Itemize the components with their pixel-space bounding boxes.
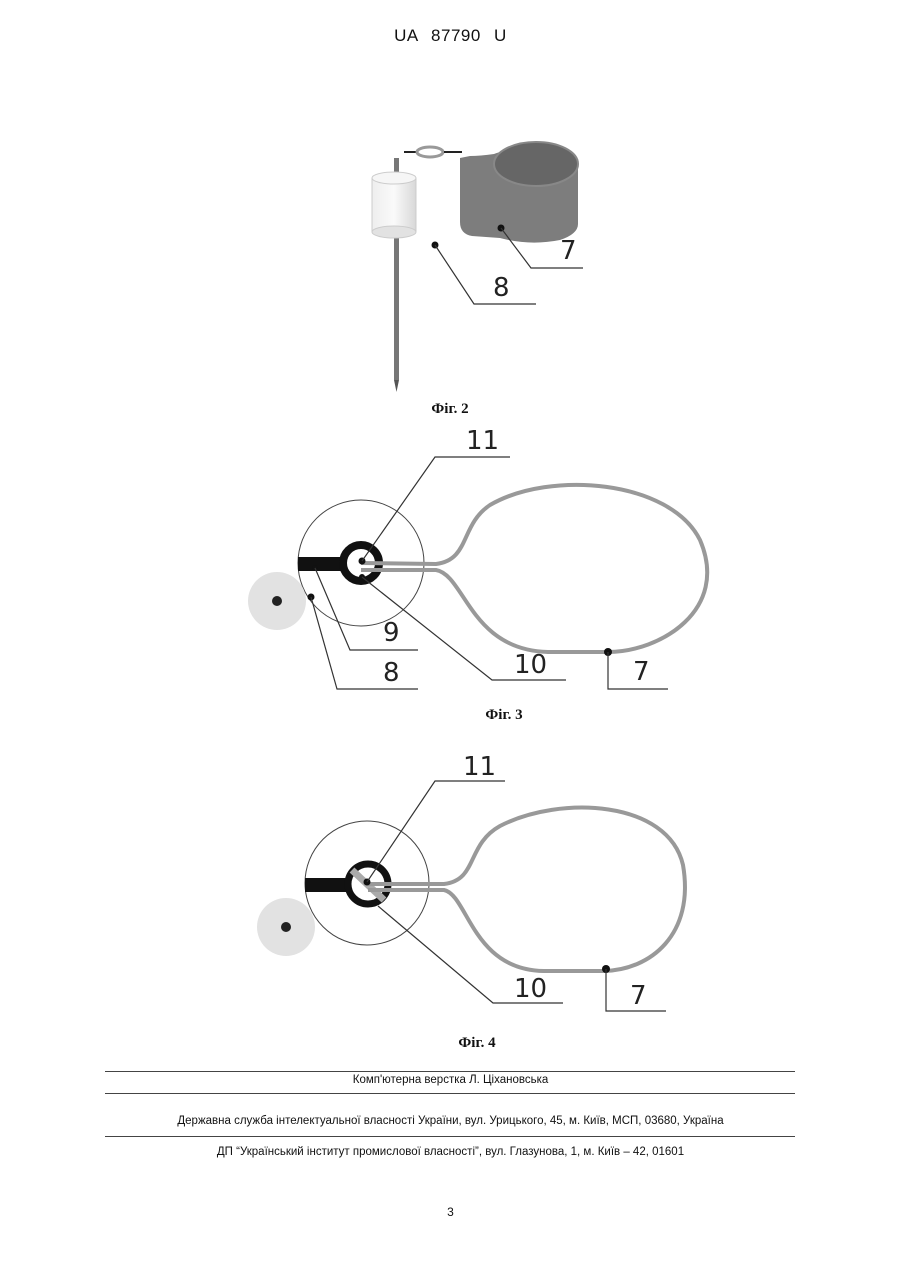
label-11: 11: [463, 752, 496, 782]
sleeve-cylinder: [372, 172, 416, 238]
label-11: 11: [466, 426, 499, 456]
label-7: 7: [633, 657, 650, 687]
cup-element: [460, 142, 578, 243]
divider: [105, 1071, 795, 1072]
wire-loop-7: [368, 808, 685, 971]
ip-service-address: Державна служба інтелектуальної власност…: [0, 1115, 901, 1127]
layout-credit: Комп'ютерна верстка Л. Ціхановська: [0, 1074, 901, 1086]
figure-2-caption: Фіг. 2: [431, 401, 468, 417]
thread-link: [404, 147, 462, 157]
figure-2: 7 8 Фіг. 2: [372, 142, 583, 417]
label-10: 10: [514, 974, 547, 1004]
label-10: 10: [514, 650, 547, 680]
figure-4: 11 10 7 Фіг. 4: [257, 752, 685, 1051]
label-9: 9: [383, 618, 400, 648]
spool-disc: [257, 898, 315, 956]
figure-3-caption: Фіг. 3: [485, 707, 522, 723]
leader-line-11: [367, 781, 505, 882]
bar-9: [298, 557, 344, 571]
institute-address: ДП “Український інститут промислової вла…: [0, 1146, 901, 1158]
figure-3: 11 9 8 10 7 Фіг. 3: [248, 426, 707, 723]
page-number: 3: [0, 1205, 901, 1219]
divider: [105, 1136, 795, 1137]
label-7: 7: [630, 981, 647, 1011]
label-7: 7: [560, 236, 577, 266]
figure-4-caption: Фіг. 4: [458, 1035, 496, 1051]
bar-9: [305, 878, 350, 892]
spool-disc: [248, 572, 306, 630]
divider: [105, 1093, 795, 1094]
label-8: 8: [383, 658, 400, 688]
wire-loop-7: [361, 485, 707, 652]
drawings: 7 8 Фіг. 2 11 9 8 10 7: [0, 0, 901, 1060]
label-8: 8: [493, 273, 510, 303]
